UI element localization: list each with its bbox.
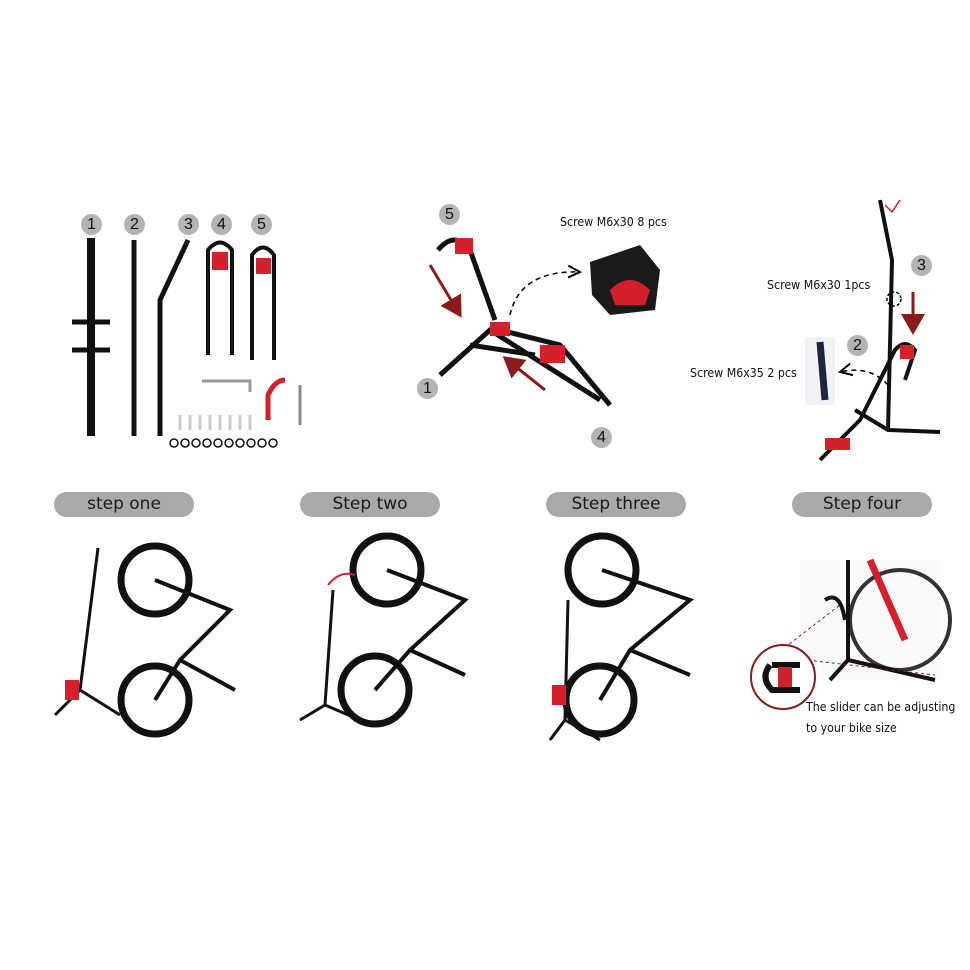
screw-label-m6x30-8: Screw M6x30 8 pcs [560,215,667,229]
step-two-label: Step two [300,492,440,517]
part-5-wheel-holder [250,245,276,360]
assembly-number-5: 5 [439,204,460,225]
upright-number-2: 2 [847,335,868,356]
step-one-label: step one [54,492,194,517]
bike-step-two [299,532,469,728]
part-1-base-tube [72,238,110,436]
bike-step-three [548,532,695,742]
part-3-bent-pole [157,238,191,436]
step-four-label: Step four [792,492,932,517]
hardware [169,377,302,448]
step-three-label: Step three [546,492,686,517]
bike-step-one [53,542,236,738]
slider-note-line-1: The slider can be adjusting [806,700,956,714]
part-number-2: 2 [124,214,145,235]
upright-number-3: 3 [911,255,932,276]
bike-step-four [750,558,952,710]
upright-stand [818,199,941,462]
part-number-4: 4 [211,214,232,235]
base-assembly [436,237,612,407]
assembly-number-1: 1 [417,378,438,399]
bracket-detail [805,337,835,405]
part-number-5: 5 [251,214,272,235]
part-number-1: 1 [81,214,102,235]
joint-detail [590,245,660,315]
slider-note-line-2: to your bike size [806,721,897,735]
screw-marker [886,291,902,307]
screw-label-m6x30-1: Screw M6x30 1pcs [767,278,871,292]
arrows-assembly [428,264,546,392]
screw-label-m6x35-2: Screw M6x35 2 pcs [690,366,797,380]
part-number-3: 3 [178,214,199,235]
callout-arrow [509,272,580,316]
callout-arrow-2 [840,370,889,386]
assembly-number-4: 4 [591,427,612,448]
part-4-wheel-holder [206,240,234,355]
